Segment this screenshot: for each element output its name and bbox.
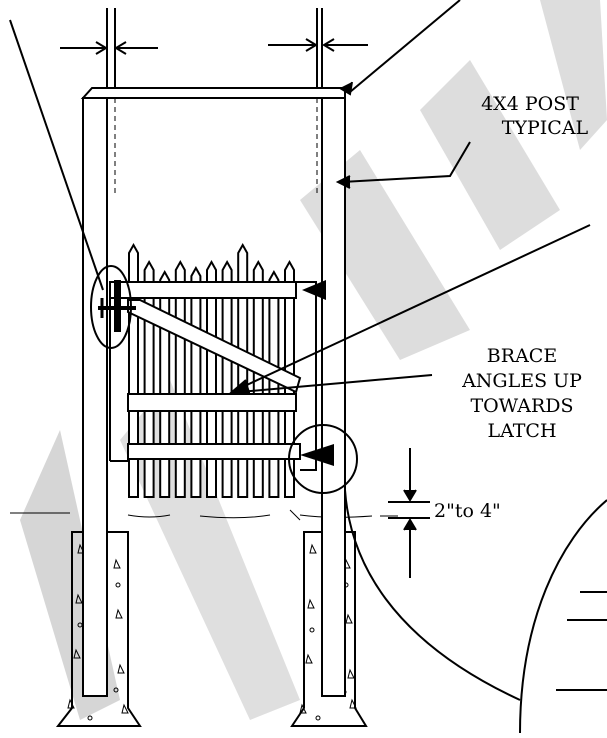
left-post — [82, 97, 108, 697]
lower-latch-marker — [300, 444, 334, 466]
gap-label: 2"to 4" — [434, 500, 501, 522]
gate-picket — [221, 259, 233, 498]
brace-label-line-1: BRACE — [487, 345, 557, 367]
gate-frame — [109, 281, 317, 471]
gate-picket — [190, 265, 202, 498]
width-dimension-marks — [60, 8, 368, 88]
post-label-line-1: 4X4 POST — [481, 93, 579, 115]
gate-picket — [268, 269, 280, 498]
detail-leader-curve — [344, 489, 521, 701]
frame — [80, 87, 346, 697]
upper-latch-marker — [302, 280, 326, 300]
top-gate-rail — [109, 281, 297, 299]
brace-label-line-4: LATCH — [487, 420, 556, 442]
latch-markers — [288, 280, 358, 494]
middle-gate-rail — [127, 393, 297, 412]
post-label-line-2: TYPICAL — [502, 117, 589, 139]
gate-picket — [159, 269, 171, 498]
enlarged-detail-circle — [519, 499, 607, 734]
latch-detail-circle — [288, 424, 358, 494]
gate-pickets — [128, 242, 295, 498]
hinge-detail-circle — [90, 265, 132, 349]
gap-dimension — [388, 448, 430, 578]
right-post — [321, 97, 346, 697]
brace-label-line-3: TOWARDS — [470, 395, 573, 417]
brace-label-line-2: ANGLES UP — [461, 370, 582, 392]
gate-picket — [206, 259, 217, 498]
leader-lines — [9, 0, 591, 393]
bottom-gate-rail — [127, 443, 301, 460]
hinge-icon — [90, 265, 136, 349]
